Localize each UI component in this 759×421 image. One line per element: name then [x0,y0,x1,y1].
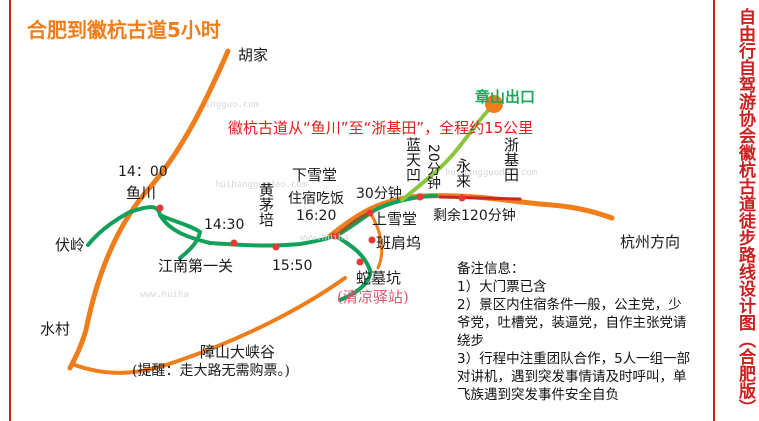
time-remaining: 剩余120分钟 [433,208,516,224]
trail-upper [400,102,496,202]
place-banjianwu: 班肩坞 [376,234,422,252]
place-xiaxuetang: 下雪堂 [292,166,338,184]
place-shuicun: 水村 [40,320,71,338]
exit-label: 章山出口 [475,88,536,106]
notes-heading: 备注信息： [457,261,525,277]
frame-rule-right [713,0,715,421]
watermark: www.huiha [140,290,189,300]
map-title: 合肥到徽杭古道5小时 [27,18,221,42]
marker-1550 [272,243,280,251]
side-panel [716,0,759,421]
place-hujia: 胡家 [238,46,269,64]
time-30min: 30分钟 [356,186,402,202]
marker-1620 [331,232,339,240]
place-hangzhou: 杭州方向 [620,233,681,251]
watermark: www.huiha [300,233,349,243]
marker-banjianwu [368,236,376,244]
marker-1430 [230,239,238,247]
route-note: 徽杭古道从“鱼川”至“浙基田”，全程约15公里 [228,119,534,137]
time-20min: 20分钟 [425,144,441,190]
place-zhangshan-canyon: 障山大峡谷 [200,343,276,361]
marker-shangxuetang [366,209,374,217]
marker-yuchuan [156,204,164,212]
tip-note: (提醒：走大路无需购票。) [132,363,290,379]
watermark: huihangguodao.com [215,180,308,190]
station-note: (清凉驿站) [337,288,409,306]
place-yonglai: 永来 [454,158,472,188]
marker-yonglai [458,194,466,202]
place-shemukeng: 蛇墓坑 [356,269,402,287]
marker-exit [485,95,503,113]
time-1400: 14：00 [118,164,168,180]
watermark: ingguo.com [205,100,260,110]
stay-note: 住宿吃饭 [288,191,344,207]
red-segment [438,195,522,201]
place-fuling: 伏岭 [55,236,86,254]
frame-rule-left [9,0,11,421]
note-item: 2）景区内住宿条件一般，公主党，少爷党，吐槽党，装逼党，自作主张党请绕步 [457,297,687,349]
marker-lantianao [416,193,424,201]
side-title: 自由行自驾游协会徽杭古道徒步路线设计图（合肥版） [735,8,755,416]
note-item: 3）行程中注重团队合作，5人一组一部对讲机，遇到突发事情请及时呼叫，单飞族遇到突… [457,351,691,403]
place-jiangnan-diyiguan: 江南第一关 [158,257,234,275]
place-lantianao: 蓝天凹 [404,137,422,182]
place-yuchuan: 鱼川 [126,184,157,202]
watermark: huihangguodao.com [445,168,538,178]
time-1620: 16:20 [296,208,337,224]
time-1430: 14:30 [204,217,245,233]
notes-block: 备注信息： 1）大门票已含 2）景区内住宿条件一般，公主党，少爷党，吐槽党，装逼… [457,260,695,404]
place-huangmaopei: 黄茅培 [257,182,275,227]
place-shangxuetang: 上雪堂 [372,210,418,228]
road-mid-branch [370,214,384,270]
time-1550: 15:50 [272,258,313,274]
trail-fork [158,213,203,260]
road-lower [70,276,347,375]
marker-shemukeng [356,258,364,266]
trail-south [334,234,373,302]
place-zhejitian: 浙基田 [502,137,520,182]
note-item: 1）大门票已含 [457,279,547,295]
road-hujia-to-shuicun [67,48,231,371]
